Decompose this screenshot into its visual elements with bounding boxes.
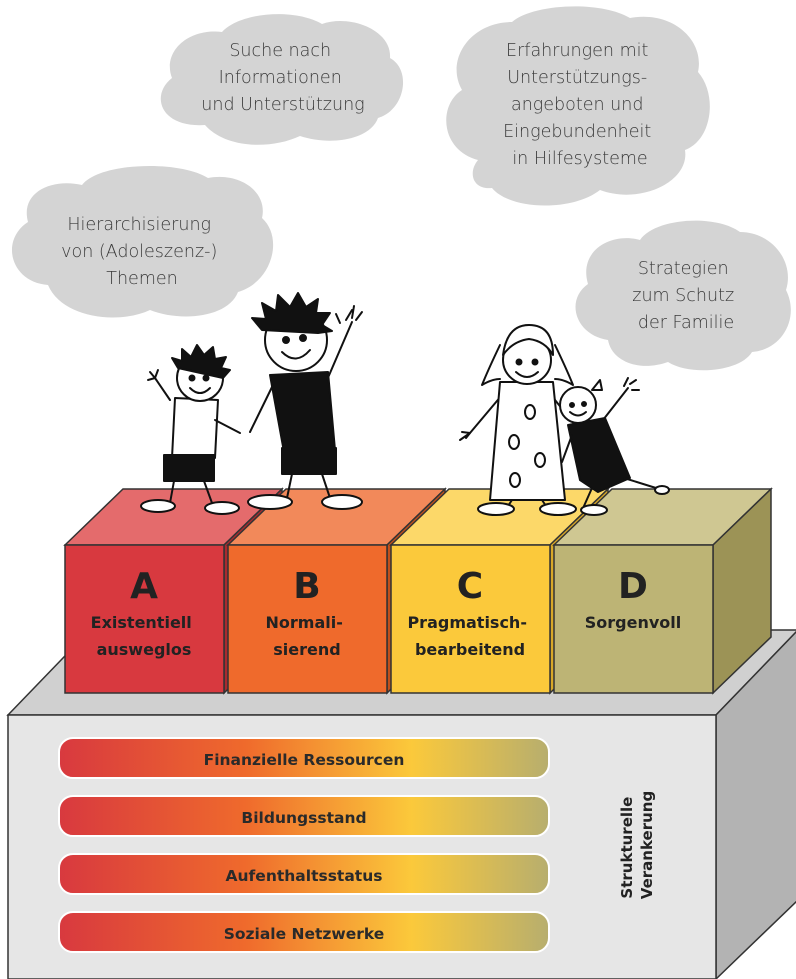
cloud-support-experience: Erfahrungen mit Unterstützungs- angebote… — [446, 6, 710, 206]
cube-letter: C — [457, 566, 483, 607]
bar-label: Aufenthaltsstatus — [226, 867, 383, 885]
cloud-information-search: Suche nach Informationen und Unterstützu… — [160, 14, 404, 145]
bar-social-networks — [58, 911, 550, 953]
svg-text:Strukturelle Verankerung: Strukturelle Verankerung — [618, 791, 656, 899]
cloud-shape — [575, 220, 791, 371]
side-label-line: Strukturelle — [618, 797, 636, 899]
cube-letter: B — [293, 566, 320, 607]
cloud-shape — [11, 165, 274, 318]
cube-letter: A — [130, 566, 158, 607]
bar-education-level — [58, 795, 550, 837]
cube-label: Existentiell ausweglos — [91, 613, 198, 659]
structural-anchoring-label: Strukturelle Verankerung — [618, 791, 656, 899]
cube-label: Normali- sierend — [266, 613, 349, 659]
cloud-text: Strategien zum Schutz der Familie — [632, 259, 739, 333]
cube-front-face — [390, 544, 551, 694]
cube-label: Sorgenvoll — [585, 613, 682, 632]
cloud-shape — [446, 6, 710, 206]
figure-small-boy — [140, 344, 241, 515]
cube-front-face — [553, 544, 714, 694]
bar-label: Bildungsstand — [241, 809, 366, 827]
cube-d-worried: D Sorgenvoll — [552, 487, 773, 695]
side-label-line: Verankerung — [638, 791, 656, 899]
cloud-text: Erfahrungen mit Unterstützungs- angebote… — [503, 41, 657, 169]
bar-label: Finanzielle Ressourcen — [204, 751, 405, 769]
cloud-family-protection: Strategien zum Schutz der Familie — [575, 220, 791, 371]
cube-letter: D — [618, 566, 648, 607]
figure-mother — [459, 324, 577, 516]
resource-bars: Finanzielle Ressourcen Bildungsstand Auf… — [58, 737, 550, 953]
bar-label: Soziale Netzwerke — [224, 925, 385, 943]
bar-financial-resources — [58, 737, 550, 779]
cube-front-face — [227, 544, 388, 694]
bar-residence-status — [58, 853, 550, 895]
figure-tall-boy — [247, 292, 363, 510]
cloud-text: Hierarchisierung von (Adoleszenz-) Theme… — [61, 215, 223, 289]
cube-front-face — [64, 544, 225, 694]
cloud-shape — [160, 14, 404, 145]
figure-girl — [559, 377, 670, 516]
cloud-text: Suche nach Informationen und Unterstützu… — [201, 41, 364, 115]
cube-label: Pragmatisch- bearbeitend — [407, 613, 532, 659]
cloud-hierarchization: Hierarchisierung von (Adoleszenz-) Theme… — [11, 165, 274, 318]
